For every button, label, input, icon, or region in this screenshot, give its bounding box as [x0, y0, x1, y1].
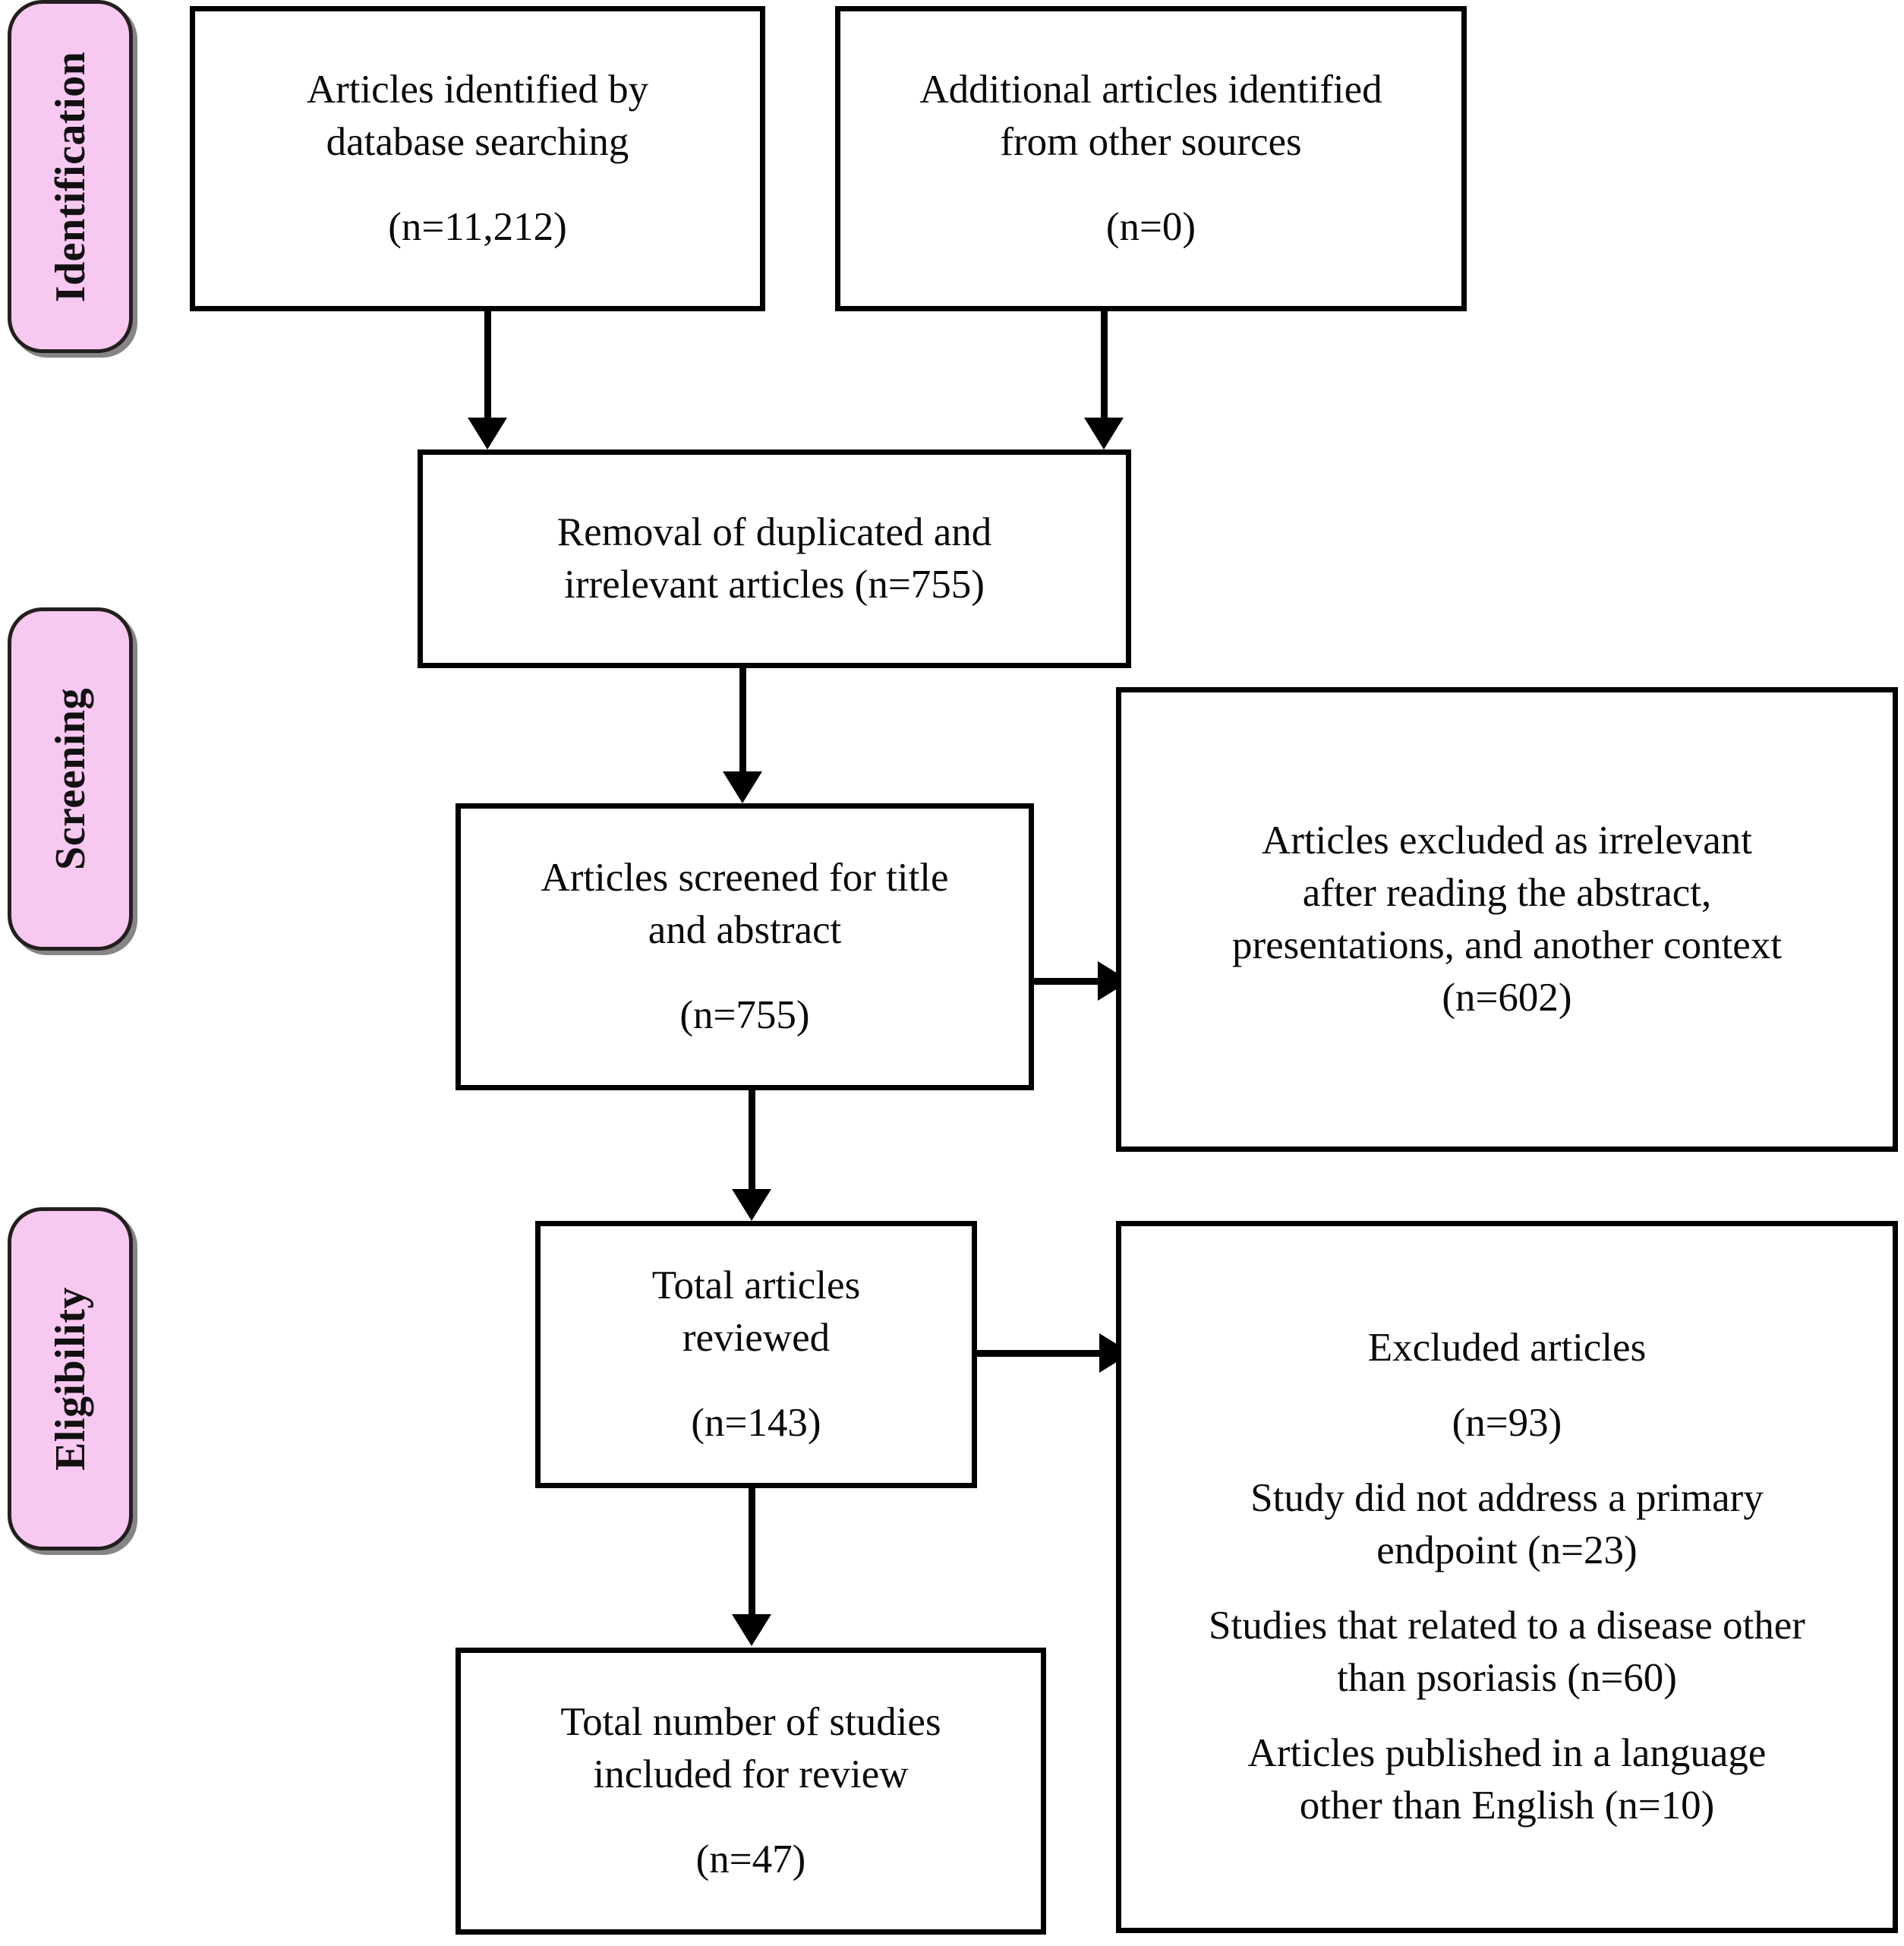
phase-label-screening: Screening — [46, 688, 94, 870]
arrow-screened-to-total-reviewed — [732, 1090, 777, 1227]
phase-bar-screening: Screening — [8, 607, 133, 951]
box-screened: Articles screened for title and abstract… — [456, 803, 1034, 1090]
box-excluded-reason3-line1: Articles published in a language — [1247, 1730, 1767, 1775]
phase-label-eligibility: Eligibility — [46, 1287, 94, 1471]
box-excluded-articles-heading: Excluded articles — [1367, 1326, 1647, 1370]
box-total-reviewed-line2: reviewed — [682, 1315, 831, 1360]
box-other-sources: Additional articles identified from othe… — [835, 6, 1467, 311]
box-excluded-articles-count: (n=93) — [1452, 1401, 1562, 1446]
box-screened-count: (n=755) — [679, 993, 810, 1038]
phase-label-identification: Identification — [46, 51, 94, 302]
box-screened-line1: Articles screened for title — [541, 855, 949, 900]
box-excluded-reason1-line2: endpoint (n=23) — [1376, 1528, 1638, 1573]
box-screened-line2: and abstract — [648, 907, 842, 952]
box-excluded-irrelevant-line2: after reading the abstract, — [1302, 871, 1712, 916]
box-duplicates-removed: Removal of duplicated and irrelevant art… — [418, 449, 1131, 668]
box-excluded-irrelevant-count: (n=602) — [1442, 975, 1572, 1020]
box-other-sources-line2: from other sources — [1000, 119, 1302, 164]
box-total-reviewed-count: (n=143) — [691, 1401, 821, 1446]
box-included-line1: Total number of studies — [560, 1699, 941, 1744]
box-other-sources-line1: Additional articles identified — [919, 67, 1382, 112]
phase-bar-identification: Identification — [8, 0, 133, 353]
box-included-count: (n=47) — [695, 1837, 806, 1882]
box-excluded-irrelevant-line3: presentations, and another context — [1231, 923, 1783, 967]
box-duplicates-removed-line1: Removal of duplicated and — [556, 510, 992, 555]
box-other-sources-count: (n=0) — [1105, 205, 1196, 250]
arrow-other-sources-to-duplicates — [1084, 311, 1130, 452]
arrow-total-reviewed-to-included — [732, 1488, 777, 1651]
box-included: Total number of studies included for rev… — [456, 1648, 1046, 1935]
box-total-reviewed-line1: Total articles — [651, 1263, 861, 1307]
arrow-total-reviewed-to-excluded-articles — [973, 1333, 1133, 1379]
box-excluded-reason2-line1: Studies that related to a disease other — [1209, 1604, 1805, 1648]
phase-bar-eligibility: Eligibility — [8, 1207, 133, 1550]
box-total-reviewed: Total articles reviewed (n=143) — [535, 1221, 977, 1488]
box-database-search-line2: database searching — [326, 119, 629, 164]
arrow-database-search-to-duplicates — [468, 311, 513, 452]
box-excluded-reason1-line1: Study did not address a primary — [1250, 1476, 1764, 1521]
box-duplicates-removed-line2: irrelevant articles (n=755) — [564, 563, 985, 607]
box-database-search: Articles identified by database searchin… — [190, 6, 765, 311]
box-excluded-reason2-line2: than psoriasis (n=60) — [1337, 1655, 1677, 1700]
box-database-search-count: (n=11,212) — [388, 205, 567, 250]
box-excluded-irrelevant: Articles excluded as irrelevant after re… — [1116, 687, 1898, 1152]
box-excluded-irrelevant-line1: Articles excluded as irrelevant — [1261, 818, 1752, 863]
box-included-line2: included for review — [593, 1752, 909, 1796]
arrow-duplicates-to-screened — [723, 668, 768, 809]
box-database-search-line1: Articles identified by — [306, 67, 649, 112]
arrow-screened-to-excluded-irrelevant — [1029, 961, 1130, 1007]
box-excluded-reason3-line2: other than English (n=10) — [1299, 1783, 1715, 1828]
box-excluded-articles: Excluded articles (n=93) Study did not a… — [1116, 1221, 1898, 1933]
